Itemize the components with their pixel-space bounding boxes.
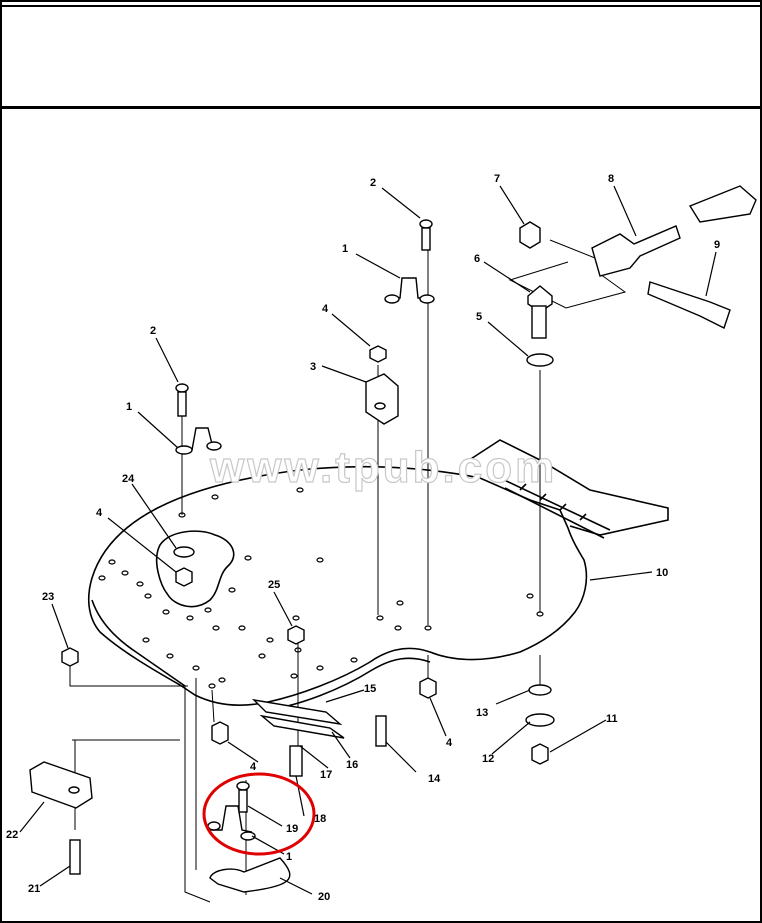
callout-1-bottom: 1 [286, 851, 292, 863]
callout-12: 12 [482, 753, 494, 765]
callout-25: 25 [268, 579, 280, 591]
callout-8-top: 8 [608, 173, 614, 185]
callout-22: 22 [6, 829, 18, 841]
watermark-text: www.tpub.com [209, 443, 557, 492]
callout-4-top: 4 [322, 303, 329, 315]
header-top-rule [2, 5, 760, 7]
callout-20: 20 [318, 891, 330, 903]
assembly-lines [69, 232, 627, 903]
callout-23: 23 [42, 591, 54, 603]
callout-9: 9 [714, 239, 720, 251]
highlight-circle [202, 772, 316, 856]
callout-14: 14 [428, 773, 441, 785]
parts [29, 185, 757, 893]
callout-4-bottom-left: 4 [250, 761, 257, 773]
callout-1-top: 1 [342, 243, 348, 255]
callout-24: 24 [122, 473, 135, 485]
callout-labels: 2 1 4 3 2 1 24 4 23 25 7 8 6 5 9 10 13 1… [6, 173, 720, 903]
plate-holes [98, 487, 544, 689]
callout-15: 15 [364, 683, 376, 695]
callout-2-left: 2 [150, 325, 156, 337]
callout-17: 17 [320, 769, 332, 781]
callout-4-left: 4 [96, 507, 103, 519]
callout-19: 19 [286, 823, 298, 835]
leader-lines [19, 185, 717, 895]
callout-3: 3 [310, 361, 316, 373]
callout-1-left: 1 [126, 401, 132, 413]
header-box [2, 2, 760, 109]
callout-10: 10 [656, 567, 668, 579]
callout-18: 18 [314, 813, 326, 825]
callout-21: 21 [28, 883, 40, 895]
callout-6: 6 [474, 253, 480, 265]
callout-2-top: 2 [370, 177, 376, 189]
callout-16: 16 [346, 759, 358, 771]
callout-7: 7 [494, 173, 500, 185]
callout-13: 13 [476, 707, 488, 719]
callout-4-bottom-right: 4 [446, 737, 453, 749]
callout-11: 11 [606, 713, 618, 725]
callout-5: 5 [476, 311, 482, 323]
